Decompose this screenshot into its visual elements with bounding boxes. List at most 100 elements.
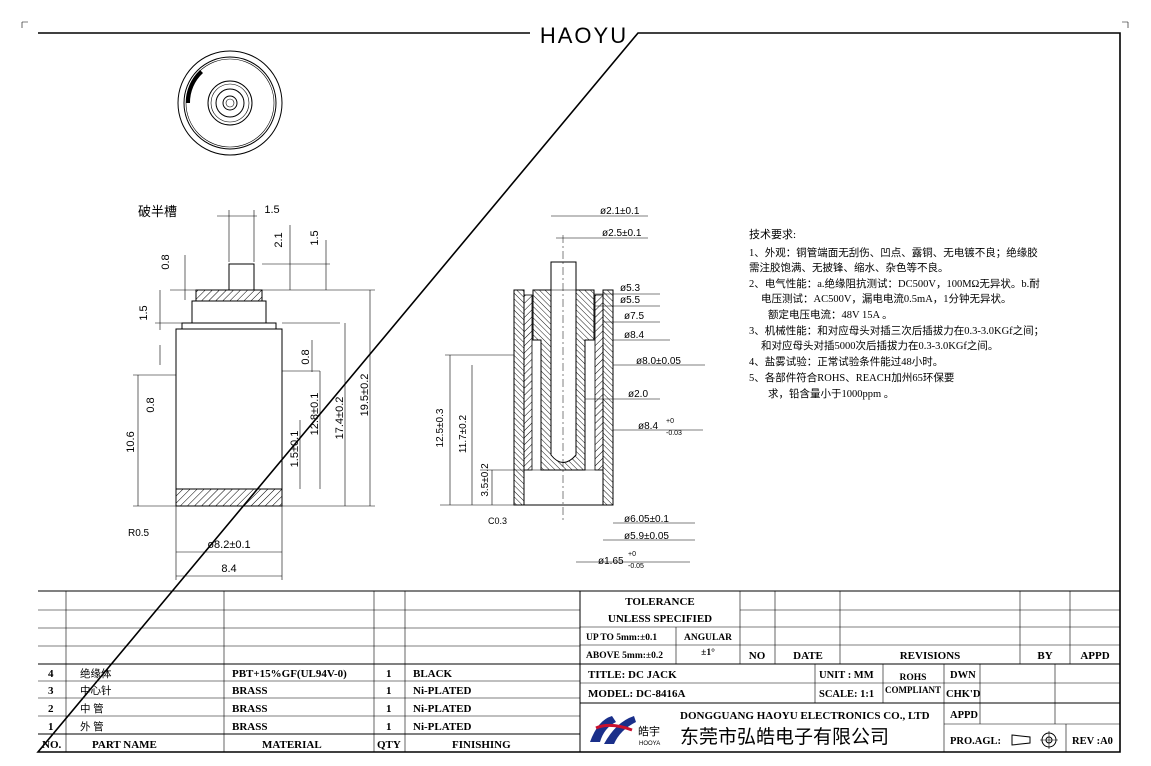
svg-text:12.8±0.1: 12.8±0.1 [309, 393, 321, 436]
svg-text:-0.05: -0.05 [628, 563, 644, 570]
svg-text:1、外观：铜管端面无刮伤、凹点、露铜、无电镀不良；绝缘胶: 1、外观：铜管端面无刮伤、凹点、露铜、无电镀不良；绝缘胶 [749, 246, 1038, 259]
svg-text:REVISIONS: REVISIONS [900, 650, 961, 662]
svg-text:1: 1 [386, 685, 392, 697]
svg-text:PRO.AGL:: PRO.AGL: [950, 736, 1001, 747]
table-row: 3 中心针 BRASS 1 Ni-PLATED [48, 684, 472, 697]
company-logo: 皓宇 HOOYA [590, 716, 660, 747]
svg-text:3: 3 [48, 685, 54, 697]
svg-text:UNLESS SPECIFIED: UNLESS SPECIFIED [608, 613, 712, 625]
svg-text:ROHS: ROHS [900, 673, 927, 683]
svg-text:ø6.05±0.1: ø6.05±0.1 [624, 514, 669, 525]
svg-text:绝缘体: 绝缘体 [80, 667, 112, 680]
drawing-border [36, 32, 1121, 753]
table-header: NO. PART NAME MATERIAL QTY FINISHING [42, 739, 511, 751]
corner-mark-tl [21, 21, 28, 28]
svg-text:外 管: 外 管 [80, 720, 104, 733]
svg-text:0.8: 0.8 [300, 349, 312, 364]
svg-text:ø2.0: ø2.0 [628, 389, 648, 400]
projection-angle-icon [1011, 731, 1058, 749]
svg-text:ø1.65: ø1.65 [598, 556, 624, 567]
svg-text:BRASS: BRASS [232, 703, 267, 715]
corner-mark-tr [1122, 21, 1129, 28]
revisions-header: NO DATE REVISIONS BY APPD [749, 650, 1110, 662]
svg-text:ø5.9±0.05: ø5.9±0.05 [624, 531, 669, 542]
svg-text:+0: +0 [666, 418, 674, 425]
svg-text:3.5±0.2: 3.5±0.2 [480, 463, 491, 497]
svg-text:DWN: DWN [950, 670, 976, 681]
svg-text:技术要求:: 技术要求: [749, 228, 796, 241]
svg-text:1: 1 [48, 721, 54, 733]
side-view: 破半槽 1.5 2.1 1.5 0.8 1.5 0.8 [125, 204, 375, 580]
svg-text:NO: NO [749, 650, 766, 662]
svg-text:2: 2 [48, 703, 54, 715]
title-block-text: TITLE: DC JACK MODEL: DC-8416A UNIT : MM… [588, 669, 1113, 749]
svg-text:MODEL: DC-8416A: MODEL: DC-8416A [588, 688, 686, 700]
svg-text:ø2.1±0.1: ø2.1±0.1 [600, 206, 640, 217]
svg-text:ø8.2±0.1: ø8.2±0.1 [207, 539, 250, 551]
svg-text:DONGGUANG HAOYU ELECTRONICS CO: DONGGUANG HAOYU ELECTRONICS CO., LTD [680, 710, 930, 722]
svg-text:BRASS: BRASS [232, 721, 267, 733]
svg-text:UNIT : MM: UNIT : MM [819, 670, 874, 681]
svg-text:5、各部件符合ROHS、REACH加州65环保要: 5、各部件符合ROHS、REACH加州65环保要 [749, 371, 954, 384]
svg-text:4、盐雾试验：正常试验条件能过48小时。: 4、盐雾试验：正常试验条件能过48小时。 [749, 355, 943, 368]
svg-text:和对应母头对插5000次后插拔力在0.3-3.0KGf之间。: 和对应母头对插5000次后插拔力在0.3-3.0KGf之间。 [761, 339, 998, 352]
svg-text:QTY: QTY [377, 739, 401, 751]
svg-text:UP TO 5mm:±0.1: UP TO 5mm:±0.1 [586, 633, 657, 643]
svg-text:1.5: 1.5 [309, 230, 321, 245]
svg-text:PART NAME: PART NAME [92, 739, 157, 751]
table-row: 2 中 管 BRASS 1 Ni-PLATED [48, 702, 472, 715]
svg-text:2、电气性能：a.绝缘阻抗测试：DC500V，100MΩ无异: 2、电气性能：a.绝缘阻抗测试：DC500V，100MΩ无异状。b.耐 [749, 277, 1040, 290]
svg-text:4: 4 [48, 668, 54, 680]
svg-text:ø8.0±0.05: ø8.0±0.05 [636, 356, 681, 367]
svg-text:±1°: ±1° [701, 647, 715, 658]
svg-text:1: 1 [386, 668, 392, 680]
svg-text:ø5.5: ø5.5 [620, 295, 640, 306]
svg-text:SCALE: 1:1: SCALE: 1:1 [819, 689, 874, 700]
svg-text:2.1: 2.1 [273, 232, 285, 247]
svg-text:COMPLIANT: COMPLIANT [885, 685, 941, 695]
svg-text:17.4±0.2: 17.4±0.2 [334, 397, 346, 440]
svg-text:HOOYA: HOOYA [639, 741, 660, 747]
svg-text:DATE: DATE [793, 650, 823, 662]
svg-text:1: 1 [386, 721, 392, 733]
svg-text:BRASS: BRASS [232, 685, 267, 697]
svg-text:皓宇: 皓宇 [638, 725, 660, 738]
table-row: 4 绝缘体 PBT+15%GF(UL94V-0) 1 BLACK [48, 667, 453, 680]
svg-text:电压测试：AC500V，漏电电流0.5mA，1分钟无异状。: 电压测试：AC500V，漏电电流0.5mA，1分钟无异状。 [761, 292, 1012, 305]
brand-header: HAOYU [540, 23, 628, 48]
svg-text:TOLERANCE: TOLERANCE [625, 596, 694, 608]
svg-text:1.5±0.1: 1.5±0.1 [289, 431, 301, 468]
section-view: ø2.1±0.1 ø2.5±0.1 ø5.3 ø5.5 ø7.5 ø8.4 ø8… [435, 206, 705, 570]
svg-text:1.5: 1.5 [264, 204, 279, 216]
svg-text:需注胶饱满、无披锋、缩水、杂色等不良。: 需注胶饱满、无披锋、缩水、杂色等不良。 [749, 261, 949, 274]
svg-text:0.8: 0.8 [145, 397, 157, 412]
groove-note: 破半槽 [138, 204, 177, 219]
svg-text:1.5: 1.5 [138, 305, 150, 320]
title-block [38, 590, 1120, 752]
svg-text:REV :A0: REV :A0 [1072, 736, 1113, 747]
svg-text:8.4: 8.4 [221, 563, 236, 575]
svg-text:+0: +0 [628, 551, 636, 558]
svg-text:ABOVE 5mm:±0.2: ABOVE 5mm:±0.2 [586, 651, 663, 661]
svg-text:CHK'D: CHK'D [946, 689, 981, 700]
svg-text:12.5±0.3: 12.5±0.3 [435, 408, 446, 447]
svg-text:C0.3: C0.3 [488, 516, 507, 526]
tolerance-block: TOLERANCE UNLESS SPECIFIED UP TO 5mm:±0.… [586, 596, 732, 661]
svg-text:中心针: 中心针 [80, 684, 112, 697]
svg-text:FINISHING: FINISHING [452, 739, 511, 751]
svg-text:ø8.4: ø8.4 [624, 330, 644, 341]
svg-text:求，铅含量小于1000ppm 。: 求，铅含量小于1000ppm 。 [768, 387, 894, 400]
bom-table: 4 绝缘体 PBT+15%GF(UL94V-0) 1 BLACK 3 中心针 B… [42, 667, 511, 751]
svg-text:NO.: NO. [42, 739, 62, 751]
svg-text:BLACK: BLACK [413, 668, 453, 680]
svg-text:R0.5: R0.5 [128, 528, 150, 539]
top-view [177, 50, 283, 156]
svg-text:ø2.5±0.1: ø2.5±0.1 [602, 228, 642, 239]
svg-text:1: 1 [386, 703, 392, 715]
svg-text:Ni-PLATED: Ni-PLATED [413, 703, 472, 715]
svg-text:10.6: 10.6 [125, 431, 137, 452]
svg-text:0.8: 0.8 [160, 254, 172, 269]
svg-text:19.5±0.2: 19.5±0.2 [359, 374, 371, 417]
svg-text:东莞市弘皓电子有限公司: 东莞市弘皓电子有限公司 [680, 726, 889, 748]
